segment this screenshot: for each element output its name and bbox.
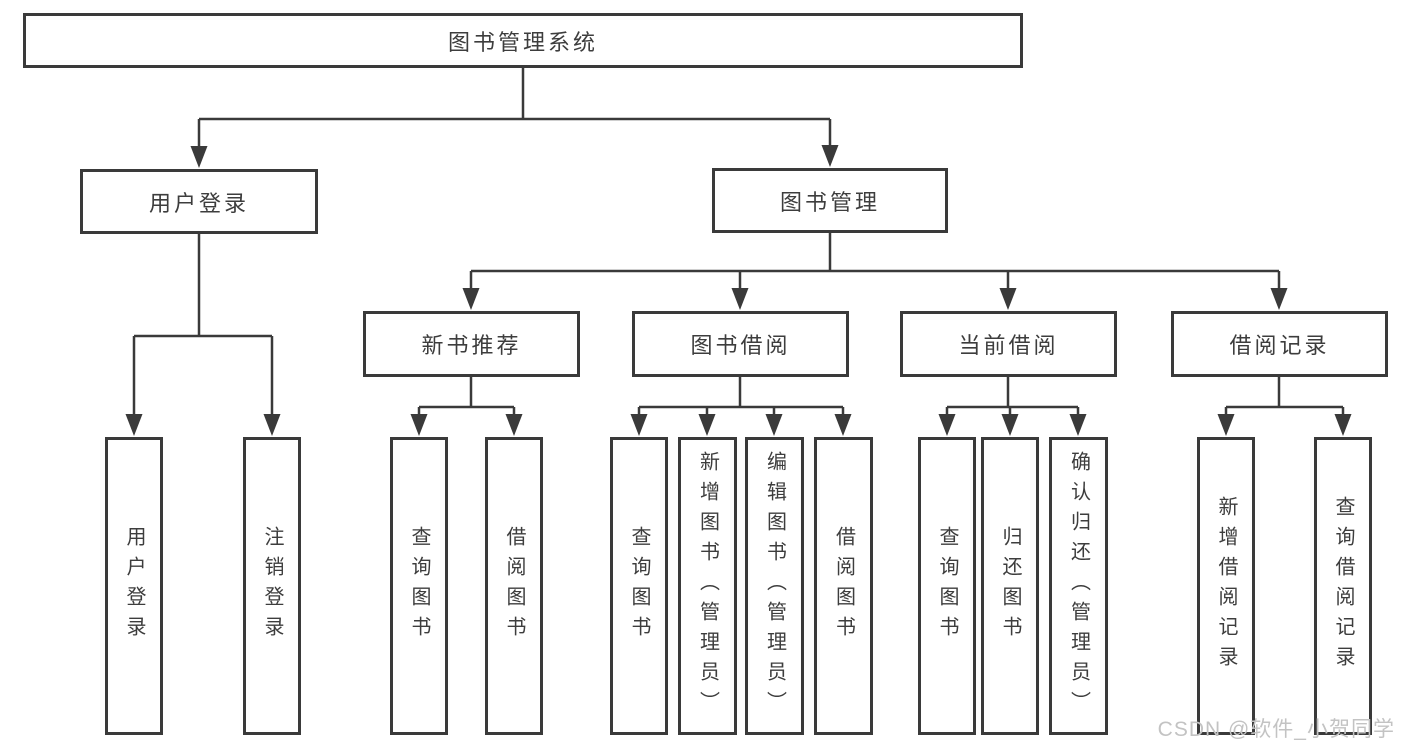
- node-user-login: 用户登录: [80, 169, 318, 234]
- node-label: 借阅记录: [1229, 333, 1330, 358]
- node-label: 用户登录: [148, 190, 249, 216]
- arrowhead-icon: [765, 414, 783, 436]
- node-borrowing-records: 借阅记录: [1171, 311, 1388, 377]
- node-label: 查询图书: [408, 526, 430, 646]
- node-label: 当前借阅: [958, 333, 1059, 358]
- arrowhead-icon: [999, 288, 1017, 310]
- connector-path: [132, 68, 1345, 418]
- node-leaf-borrow-books-recommend: 借阅图书: [485, 437, 543, 735]
- node-label: 借阅图书: [832, 526, 855, 646]
- arrowhead-icon: [125, 414, 143, 436]
- arrowhead-icon: [821, 145, 839, 167]
- node-label: 图书管理系统: [447, 29, 598, 55]
- arrowhead-icon: [1270, 288, 1288, 310]
- node-label: 注销登录: [261, 526, 283, 646]
- csdn-watermark: CSDN @软件_小贺同学: [1157, 718, 1395, 741]
- arrowhead-icon: [938, 414, 956, 436]
- node-leaf-confirm-return-admin: 确认归还（管理员）: [1049, 437, 1108, 735]
- arrowhead-icon: [1069, 414, 1087, 436]
- node-book-borrowing: 图书借阅: [632, 311, 849, 377]
- node-label: 新增图书（管理员）: [696, 451, 719, 721]
- node-leaf-logout: 注销登录: [243, 437, 301, 735]
- arrowhead-icon: [731, 288, 749, 310]
- arrowheads: [125, 145, 1352, 436]
- arrowhead-icon: [263, 414, 281, 436]
- arrowhead-icon: [462, 288, 480, 310]
- node-leaf-query-books-borrowing: 查询图书: [610, 437, 668, 735]
- node-label: 查询图书: [936, 526, 958, 646]
- node-leaf-user-login: 用户登录: [105, 437, 163, 735]
- node-label: 确认归还（管理员）: [1067, 451, 1090, 721]
- node-current-borrowing: 当前借阅: [900, 311, 1117, 377]
- node-label: 编辑图书（管理员）: [763, 451, 786, 721]
- node-leaf-return-book: 归还图书: [981, 437, 1039, 735]
- node-leaf-borrow-books: 借阅图书: [814, 437, 873, 735]
- node-label: 图书管理: [779, 189, 880, 215]
- node-new-book-recommendation: 新书推荐: [363, 311, 580, 377]
- node-label: 借阅图书: [503, 526, 525, 646]
- node-leaf-edit-book-admin: 编辑图书（管理员）: [745, 437, 804, 735]
- node-label: 图书借阅: [690, 333, 791, 358]
- node-label: 新书推荐: [421, 333, 522, 358]
- arrowhead-icon: [834, 414, 852, 436]
- arrowhead-icon: [698, 414, 716, 436]
- node-book-management: 图书管理: [712, 168, 948, 233]
- node-leaf-add-book-admin: 新增图书（管理员）: [678, 437, 737, 735]
- node-leaf-query-books-current: 查询图书: [918, 437, 976, 735]
- node-label: 新增借阅记录: [1215, 496, 1237, 676]
- node-library-management-system: 图书管理系统: [23, 13, 1023, 68]
- arrowhead-icon: [410, 414, 428, 436]
- node-leaf-query-borrow-record: 查询借阅记录: [1314, 437, 1372, 735]
- arrowhead-icon: [1001, 414, 1019, 436]
- arrowhead-icon: [190, 146, 208, 168]
- node-label: 用户登录: [123, 526, 145, 646]
- node-leaf-add-borrow-record: 新增借阅记录: [1197, 437, 1255, 735]
- arrowhead-icon: [505, 414, 523, 436]
- arrowhead-icon: [630, 414, 648, 436]
- node-label: 查询图书: [628, 526, 650, 646]
- node-leaf-query-books-recommend: 查询图书: [390, 437, 448, 735]
- node-label: 归还图书: [999, 526, 1021, 646]
- arrowhead-icon: [1217, 414, 1235, 436]
- node-label: 查询借阅记录: [1332, 496, 1354, 676]
- arrowhead-icon: [1334, 414, 1352, 436]
